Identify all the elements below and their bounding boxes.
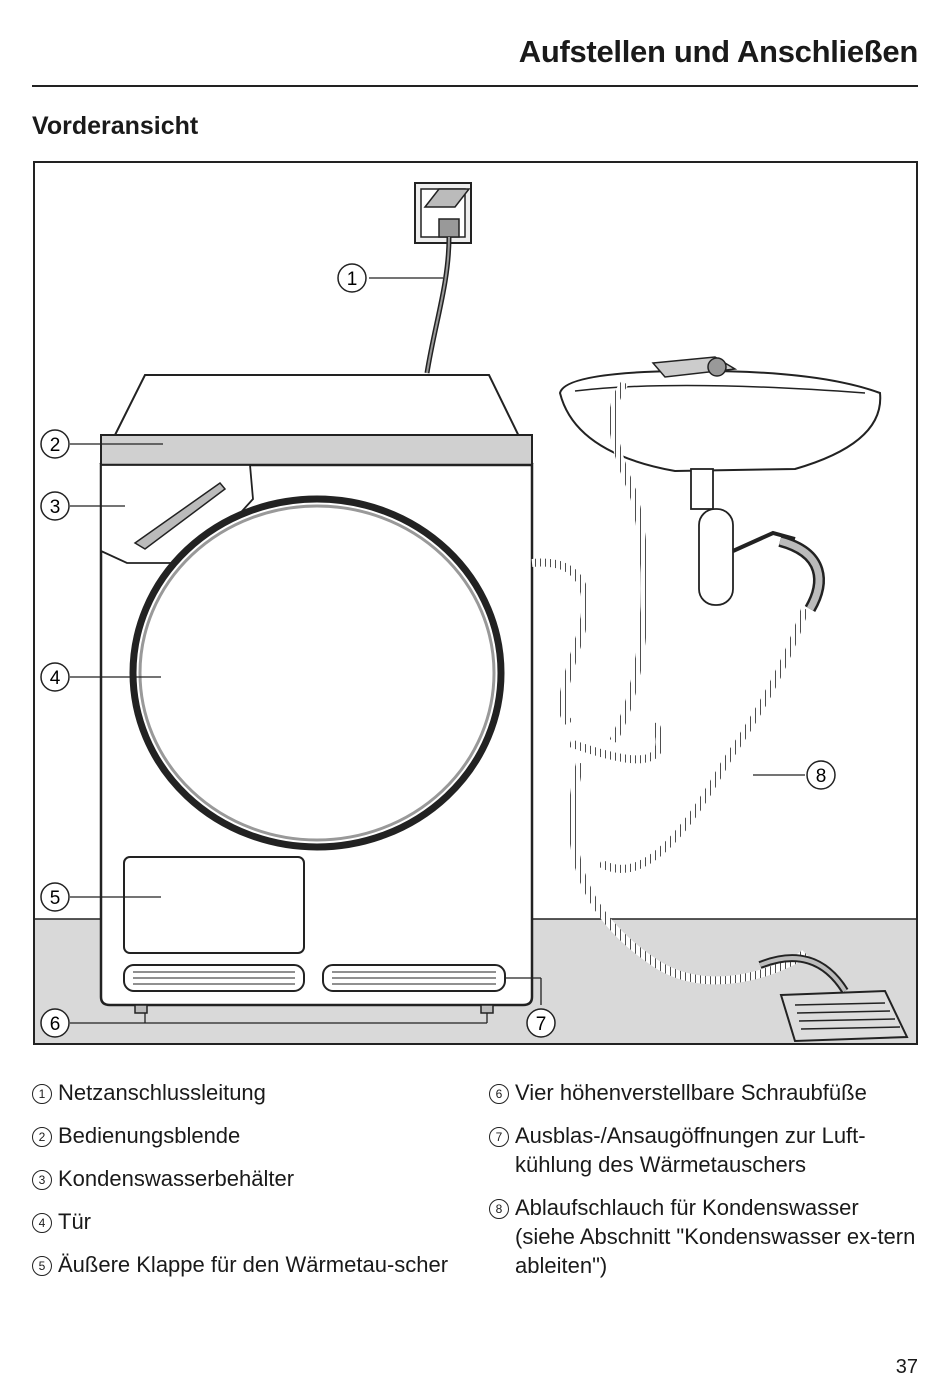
legend-number: 1: [32, 1084, 52, 1104]
callout-8: 8: [806, 760, 836, 790]
legend-text: Netzanschlussleitung: [58, 1080, 266, 1105]
legend-item: 2 Bedienungsblende: [32, 1121, 452, 1150]
legend-number: 3: [32, 1170, 52, 1190]
wall-socket: [414, 182, 472, 244]
svg-text:8: 8: [816, 766, 827, 787]
drain-hose: [568, 762, 808, 985]
svg-text:5: 5: [50, 888, 61, 909]
svg-text:2: 2: [50, 435, 61, 456]
callout-3: 3: [40, 491, 70, 521]
dryer-front-view-illustration: 1 2 3 4 5 6 7 8: [33, 161, 918, 1045]
legend-text: Tür: [58, 1209, 91, 1234]
legend-number: 6: [489, 1084, 509, 1104]
floor-drain: [758, 954, 909, 1043]
legend-text: Äußere Klappe für den Wärmetau-scher: [58, 1252, 449, 1277]
legend-item: 7 Ausblas-/Ansaugöffnungen zur Luft-kühl…: [489, 1121, 919, 1179]
legend-text: Bedienungsblende: [58, 1123, 241, 1148]
legend-text: Ausblas-/Ansaugöffnungen zur Luft-kühlun…: [515, 1123, 866, 1177]
svg-text:1: 1: [347, 269, 358, 290]
legend-number: 8: [489, 1199, 509, 1219]
foot: [134, 1004, 148, 1014]
page-number: 37: [895, 1356, 918, 1378]
title-rule: [32, 85, 918, 87]
legend-item: 1 Netzanschlussleitung: [32, 1078, 452, 1107]
legend-number: 4: [32, 1213, 52, 1233]
sink: [558, 356, 882, 606]
legend-left-column: 1 Netzanschlussleitung 2 Bedienungsblend…: [32, 1078, 452, 1293]
svg-text:7: 7: [536, 1014, 547, 1035]
dryer: [99, 374, 534, 1014]
svg-text:3: 3: [50, 497, 61, 518]
legend-text: Kondenswasserbehälter: [58, 1166, 295, 1191]
legend-number: 7: [489, 1127, 509, 1147]
legend-item: 6 Vier höhenverstellbare Schraubfüße: [489, 1078, 919, 1107]
legend-number: 2: [32, 1127, 52, 1147]
legend-item: 4 Tür: [32, 1207, 452, 1236]
foot: [480, 1004, 494, 1014]
svg-text:4: 4: [50, 668, 61, 689]
siphon: [698, 508, 734, 606]
callout-4: 4: [40, 662, 70, 692]
callout-5: 5: [40, 882, 70, 912]
callout-6: 6: [40, 1008, 70, 1038]
legend-right-column: 6 Vier höhenverstellbare Schraubfüße 7 A…: [489, 1078, 919, 1294]
illustration-svg: 1 2 3 4 5 6 7 8: [35, 182, 916, 1043]
callout-2: 2: [40, 429, 70, 459]
control-panel: [100, 434, 533, 466]
legend-text: Vier höhenverstellbare Schraubfüße: [515, 1080, 867, 1105]
door: [129, 495, 505, 851]
legend-number: 5: [32, 1256, 52, 1276]
callout-1: 1: [337, 263, 367, 293]
legend-item: 8 Ablaufschlauch für Kondenswasser (sieh…: [489, 1193, 919, 1280]
legend-item: 5 Äußere Klappe für den Wärmetau-scher: [32, 1250, 452, 1279]
svg-text:6: 6: [50, 1014, 61, 1035]
callout-7: 7: [526, 1008, 556, 1038]
page-title: Aufstellen und Anschließen: [518, 34, 919, 69]
legend-text: Ablaufschlauch für Kondenswasser (siehe …: [515, 1195, 916, 1278]
hose-loop: [609, 380, 649, 743]
legend-item: 3 Kondenswasserbehälter: [32, 1164, 452, 1193]
section-title: Vorderansicht: [32, 112, 199, 140]
heat-exchanger-flap: [123, 856, 305, 954]
